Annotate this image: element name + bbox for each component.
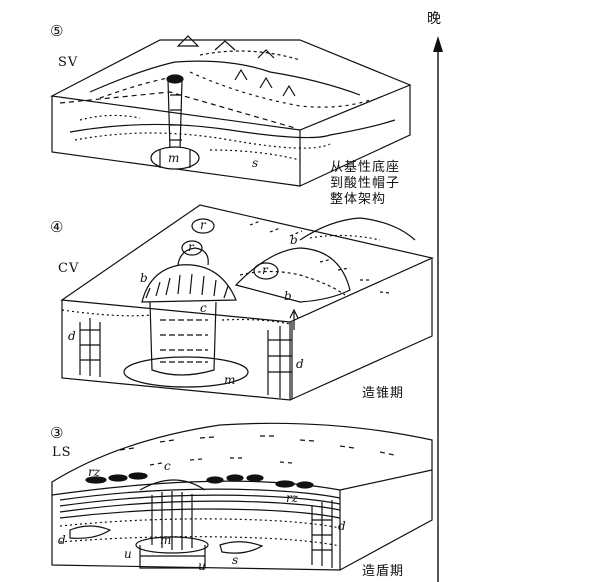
tag-4-c: c xyxy=(200,301,207,315)
tag-3-rz2: rz xyxy=(286,491,299,505)
time-axis xyxy=(433,36,443,582)
tag-3-d2: d xyxy=(338,519,346,533)
stage-caption-5-line-1: 从基性底座 xyxy=(330,160,401,175)
tag-3-u1: u xyxy=(124,547,132,561)
tag-4-b1: b xyxy=(140,271,148,285)
stage-number-4: ④ xyxy=(50,218,64,236)
tag-4-r3: r xyxy=(262,263,268,277)
tag-4-d1: d xyxy=(68,329,76,343)
stage-code-ls: LS xyxy=(52,445,72,460)
block-diagram-stage-4 xyxy=(60,204,434,401)
tag-4-m: m xyxy=(224,373,236,387)
stage-caption-4: 造锥期 xyxy=(362,386,405,401)
tag-3-d1: d xyxy=(58,533,66,547)
stage-number-5: ⑤ xyxy=(50,22,64,40)
time-axis-label: 晚 xyxy=(427,11,441,27)
tag-4-b3: b xyxy=(284,289,292,303)
stage-code-cv: CV xyxy=(58,261,80,276)
tag-4-b2: b xyxy=(290,233,298,247)
tag-3-u2: u xyxy=(198,559,206,573)
stage-caption-5-line-2: 到酸性帽子 xyxy=(330,176,401,191)
time-axis-arrow xyxy=(433,36,443,52)
stage-caption-5-line-3: 整体架构 xyxy=(330,192,387,207)
tag-5-s: s xyxy=(252,156,259,170)
stage-caption-3: 造盾期 xyxy=(362,564,405,579)
block-diagram-stage-3 xyxy=(51,422,433,571)
stage-code-sv: SV xyxy=(58,55,79,70)
tag-5-m: m xyxy=(168,151,180,165)
tag-3-s: s xyxy=(232,553,239,567)
tag-4-r1: r xyxy=(200,218,206,232)
block-diagram-stage-5 xyxy=(50,35,412,187)
tag-3-rz1: rz xyxy=(88,465,101,479)
tag-3-m: m xyxy=(160,533,172,547)
tag-3-c: c xyxy=(164,459,171,473)
tag-4-r2: r xyxy=(188,240,194,254)
stage-number-3: ③ xyxy=(50,424,64,442)
tag-4-d2: d xyxy=(296,357,304,371)
